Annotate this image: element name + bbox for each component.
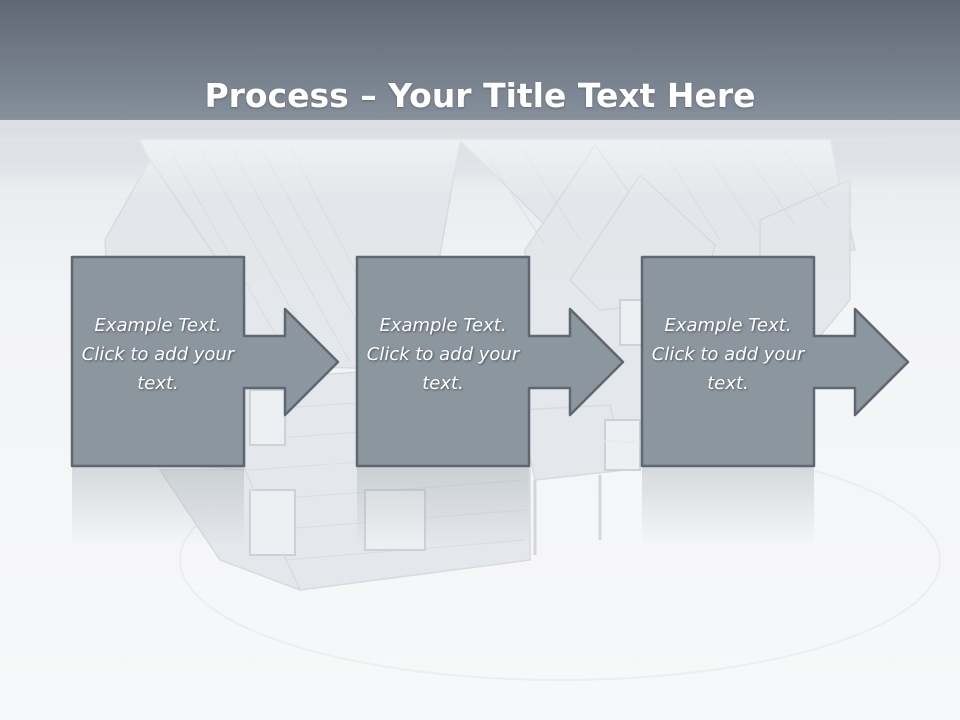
step-1-arrow-shape (70, 255, 340, 468)
title-rest: – Your Title Text Here (348, 76, 756, 116)
title-bold: Process (204, 76, 349, 116)
step-2-text[interactable]: Example Text. Click to add your text. (366, 315, 520, 394)
step-3-arrow-shape (640, 255, 910, 468)
step-1-text[interactable]: Example Text. Click to add your text. (81, 315, 235, 394)
page-title[interactable]: Process – Your Title Text Here (0, 74, 960, 118)
step-3-text[interactable]: Example Text. Click to add your text. (651, 315, 805, 394)
process-step-2[interactable] (355, 255, 625, 468)
process-step-3[interactable] (640, 255, 910, 468)
process-step-1[interactable] (70, 255, 340, 468)
step-2-arrow-shape (355, 255, 625, 468)
reflections (72, 466, 814, 546)
